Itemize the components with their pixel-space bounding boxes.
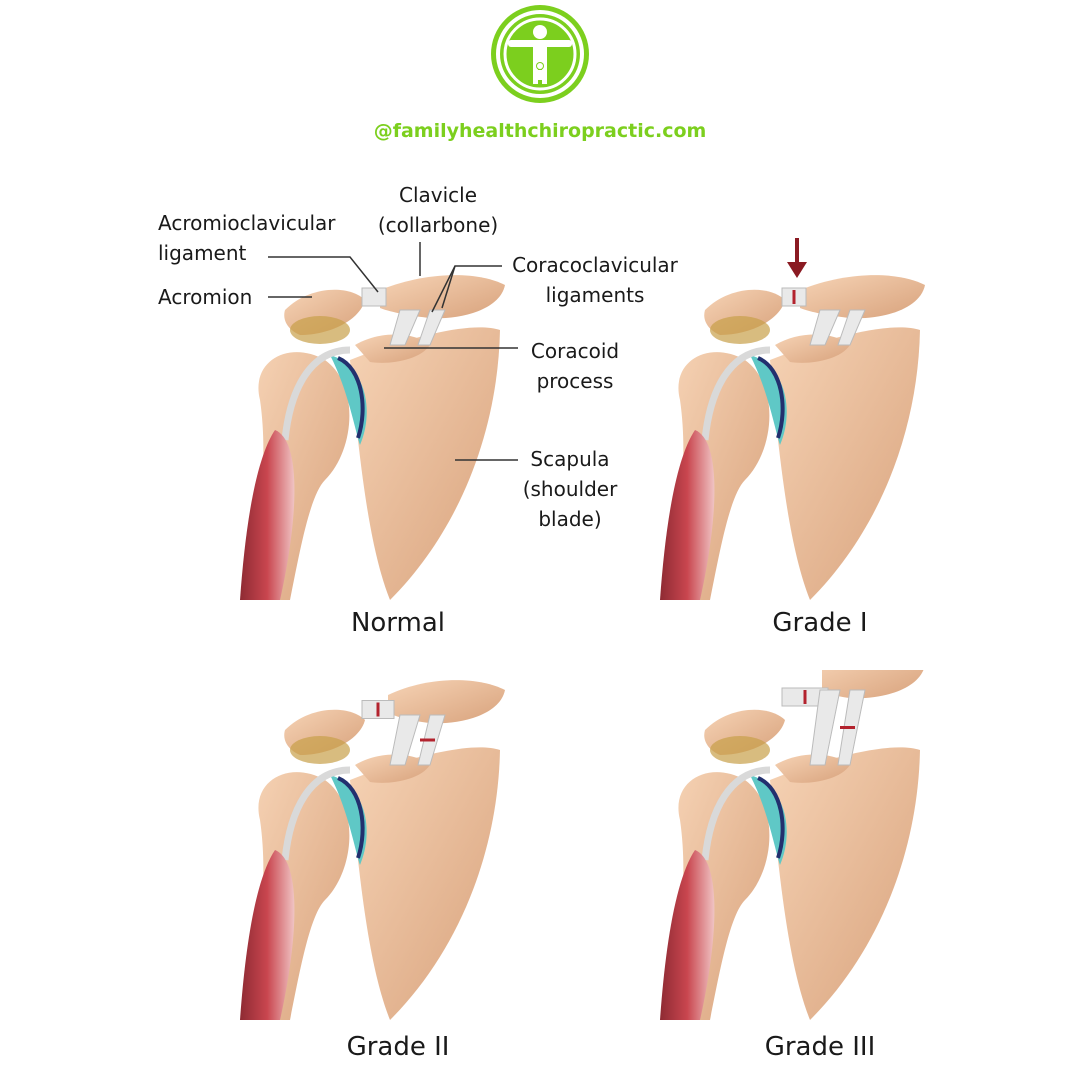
acromion-shadow [710,736,770,764]
family-figures-logo-icon [491,5,589,103]
shoulder-panel-grade-2 [240,680,505,1020]
coracoid-process [775,334,850,363]
coracoid-process [355,754,430,783]
cc-ligament-1 [389,714,421,766]
clavicle-bone [822,670,924,699]
biceps-muscle [660,430,715,600]
labrum [757,776,785,859]
cc-ligament-1 [809,689,841,766]
cc-ligament-1 [809,309,841,346]
cc-ligament-2 [417,309,446,346]
cc-ligament-1 [389,309,421,346]
labrum [757,356,785,439]
scapula-bone [770,747,920,1020]
clavicle-bone [388,680,505,724]
labrum [337,776,365,859]
shoulder-panel-grade-1 [660,275,925,600]
acromion-shadow [290,736,350,764]
caption-grade-2: Grade II [346,1032,450,1062]
biceps-tendon [701,766,771,861]
biceps-tendon [701,346,771,441]
shoulder-panel-grade-3 [660,670,924,1020]
caption-grade-1: Grade I [772,608,868,638]
clavicle-bone [380,275,505,319]
shoulder-panel-normal [240,275,505,600]
acromion-shadow [710,316,770,344]
biceps-tendon [281,346,351,441]
biceps-muscle [240,850,295,1020]
cc-ligament-2 [837,309,866,346]
biceps-muscle [660,850,715,1020]
biceps-muscle [240,430,295,600]
clavicle-bone [800,275,925,319]
website-handle: @familyhealthchiropractic.com [373,120,707,142]
injury-arrow-icon [787,238,807,278]
acromion-label: Acromion [158,285,253,309]
coracoid-process [775,754,850,783]
scapula-bone [350,747,500,1020]
caption-grade-3: Grade III [764,1032,876,1062]
biceps-tendon [281,766,351,861]
caption-normal: Normal [350,608,446,638]
scapula-bone [770,327,920,600]
scapula-bone [350,327,500,600]
acromion-shadow [290,316,350,344]
labrum [337,356,365,439]
clavicle-label: Clavicle(collarbone) [377,183,499,237]
